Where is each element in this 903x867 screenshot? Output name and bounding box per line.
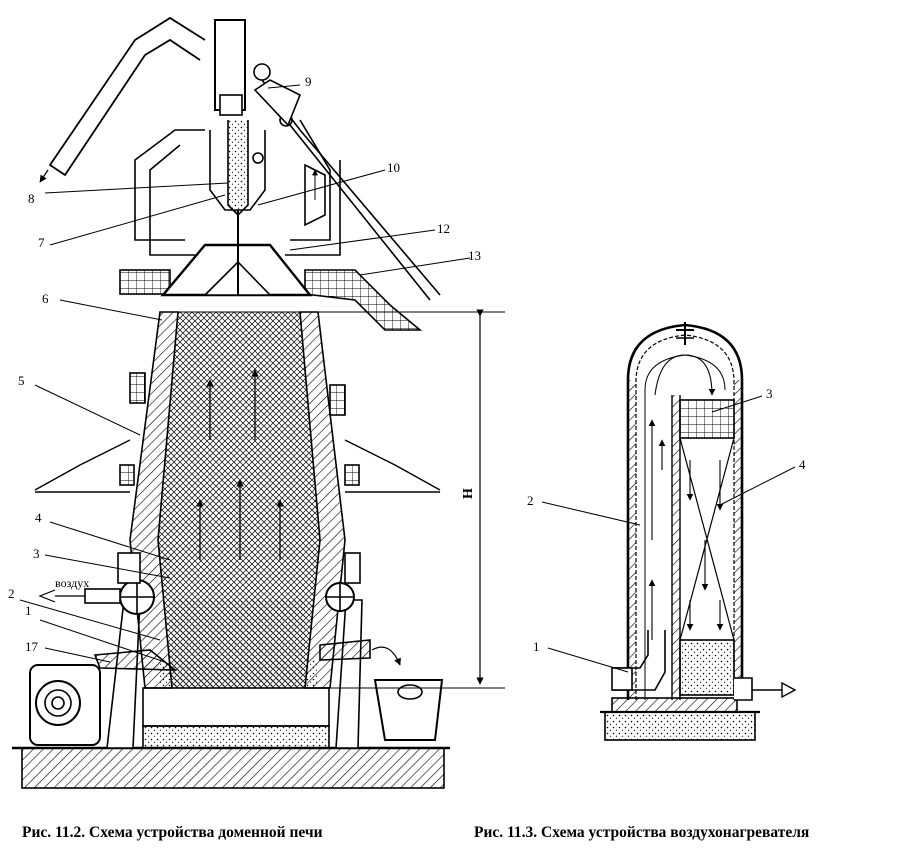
blast-furnace-drawing <box>12 16 505 789</box>
figure-1-caption: Рис. 11.2. Схема устройства доменной печ… <box>22 824 323 841</box>
foundation <box>21 747 445 789</box>
heater-label-4: 4 <box>799 457 806 472</box>
gas-downcomer <box>48 16 206 177</box>
label-7: 7 <box>38 235 45 250</box>
label-17: 17 <box>25 639 39 654</box>
label-5: 5 <box>18 373 25 388</box>
figure-2-labels: 1 2 3 4 <box>527 386 806 654</box>
heater-label-2: 2 <box>527 493 534 508</box>
label-12: 12 <box>437 221 450 236</box>
label-4: 4 <box>35 510 42 525</box>
figure-2-caption: Рис. 11.3. Схема устройства воздухонагре… <box>474 824 810 841</box>
label-8: 8 <box>28 191 35 206</box>
figure-1-leaders <box>19 84 471 663</box>
figure-2-leaders <box>541 395 796 673</box>
ladle <box>373 679 444 741</box>
label-13: 13 <box>468 248 481 263</box>
heater-label-1: 1 <box>533 639 540 654</box>
label-10: 10 <box>387 160 400 175</box>
label-9: 9 <box>305 74 312 89</box>
label-6: 6 <box>42 291 49 306</box>
label-1: 1 <box>25 603 32 618</box>
label-2: 2 <box>8 586 15 601</box>
figure-1-labels: 1 2 3 4 5 6 7 8 9 10 12 13 17 воздух H <box>8 74 481 654</box>
air-label: воздух <box>55 576 89 590</box>
checker-top <box>679 399 735 439</box>
height-label: H <box>461 488 476 499</box>
hearth-base <box>142 687 330 727</box>
air-heater-drawing <box>600 322 797 741</box>
label-3: 3 <box>33 546 40 561</box>
heater-label-3: 3 <box>766 386 773 401</box>
